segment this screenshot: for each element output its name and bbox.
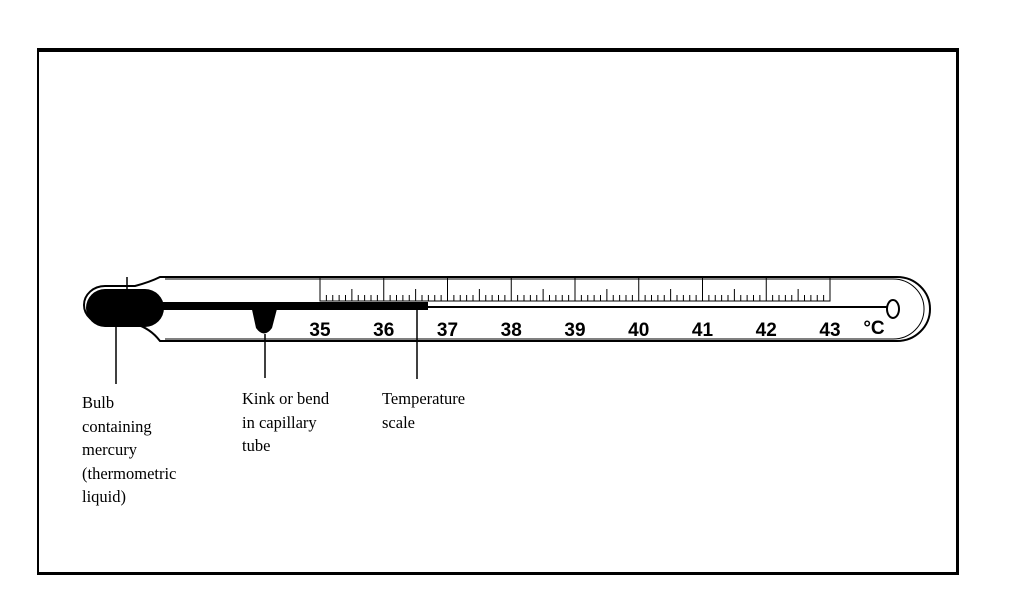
scale-number: 37 [437, 320, 458, 341]
mercury-column [150, 302, 428, 310]
scale-number: 39 [564, 320, 585, 341]
scale-unit: °C [863, 318, 885, 339]
scale-number: 42 [756, 320, 777, 341]
capillary-end [886, 299, 900, 319]
scale-number: 35 [309, 320, 331, 341]
label-bulb: Bulb containing mercury (thermometric li… [82, 393, 177, 506]
thermometer-inner-glass [165, 278, 925, 340]
scale-number: 41 [692, 320, 714, 341]
scale-number: 38 [501, 320, 522, 341]
temperature-scale: 35 36 37 38 39 40 41 42 43 °C [309, 276, 885, 341]
scale-number: 40 [628, 320, 649, 341]
label-kink: Kink or bend in capillary tube [242, 389, 330, 455]
diagram-frame [37, 48, 959, 575]
label-scale: Temperature scale [382, 389, 466, 432]
capillary-kink [251, 305, 278, 334]
scale-number: 43 [819, 320, 840, 341]
mercury-bulb [86, 289, 164, 327]
scale-number: 36 [373, 320, 394, 341]
